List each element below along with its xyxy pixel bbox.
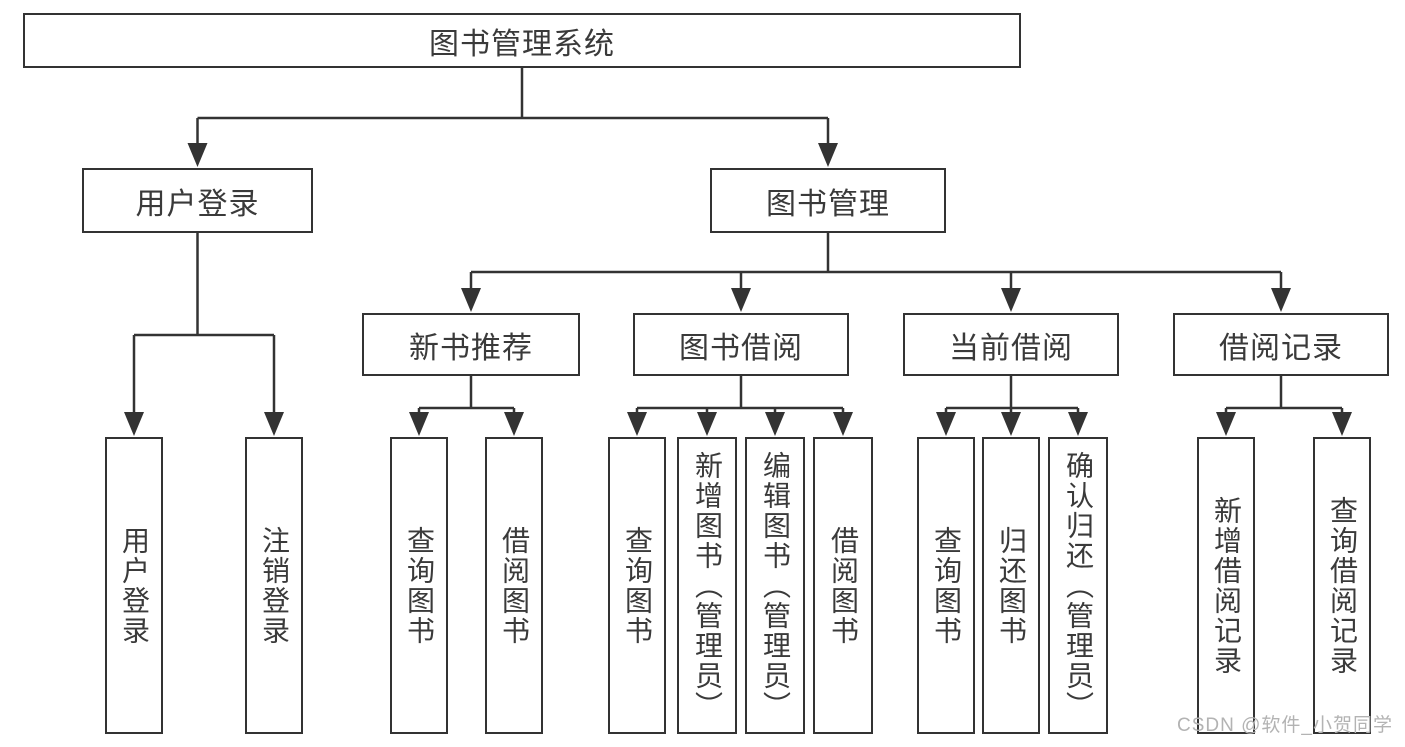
leaf-query-books-borrow: 查询图书 [608,437,666,734]
node-book-borrow: 图书借阅 [633,313,849,376]
leaf-edit-book-admin: 编辑图书（管理员） [745,437,805,734]
leaf-confirm-return-admin-label: 确认归还（管理员） [1063,450,1094,721]
leaf-return-book: 归还图书 [982,437,1040,734]
leaf-edit-book-admin-label: 编辑图书（管理员） [760,450,791,721]
leaf-query-borrow-record-label: 查询借阅记录 [1327,495,1358,676]
arrowhead-icons [124,143,1352,436]
leaf-logout: 注销登录 [245,437,303,734]
node-current-borrow: 当前借阅 [903,313,1119,376]
leaf-logout-label: 注销登录 [259,525,290,646]
leaf-return-book-label: 归还图书 [996,525,1027,646]
leaf-query-books-recommend: 查询图书 [390,437,448,734]
leaf-query-books-borrow-label: 查询图书 [622,525,653,646]
node-new-book-recommend: 新书推荐 [362,313,580,376]
leaf-borrow-books: 借阅图书 [813,437,873,734]
leaf-add-borrow-record: 新增借阅记录 [1197,437,1255,734]
node-user-login: 用户登录 [82,168,313,233]
leaf-borrow-books-recommend-label: 借阅图书 [499,525,530,646]
leaf-borrow-books-recommend: 借阅图书 [485,437,543,734]
leaf-query-books-current-label: 查询图书 [931,525,962,646]
leaf-user-login-label: 用户登录 [119,525,150,646]
leaf-add-book-admin-label: 新增图书（管理员） [692,450,723,721]
node-book-management: 图书管理 [710,168,946,233]
leaf-query-borrow-record: 查询借阅记录 [1313,437,1371,734]
leaf-query-books-current: 查询图书 [917,437,975,734]
leaf-add-borrow-record-label: 新增借阅记录 [1211,495,1242,676]
node-borrow-records: 借阅记录 [1173,313,1389,376]
node-root-system: 图书管理系统 [23,13,1021,68]
leaf-user-login: 用户登录 [105,437,163,734]
leaf-confirm-return-admin: 确认归还（管理员） [1048,437,1108,734]
leaf-query-books-recommend-label: 查询图书 [404,525,435,646]
leaf-borrow-books-label: 借阅图书 [828,525,859,646]
leaf-add-book-admin: 新增图书（管理员） [677,437,737,734]
